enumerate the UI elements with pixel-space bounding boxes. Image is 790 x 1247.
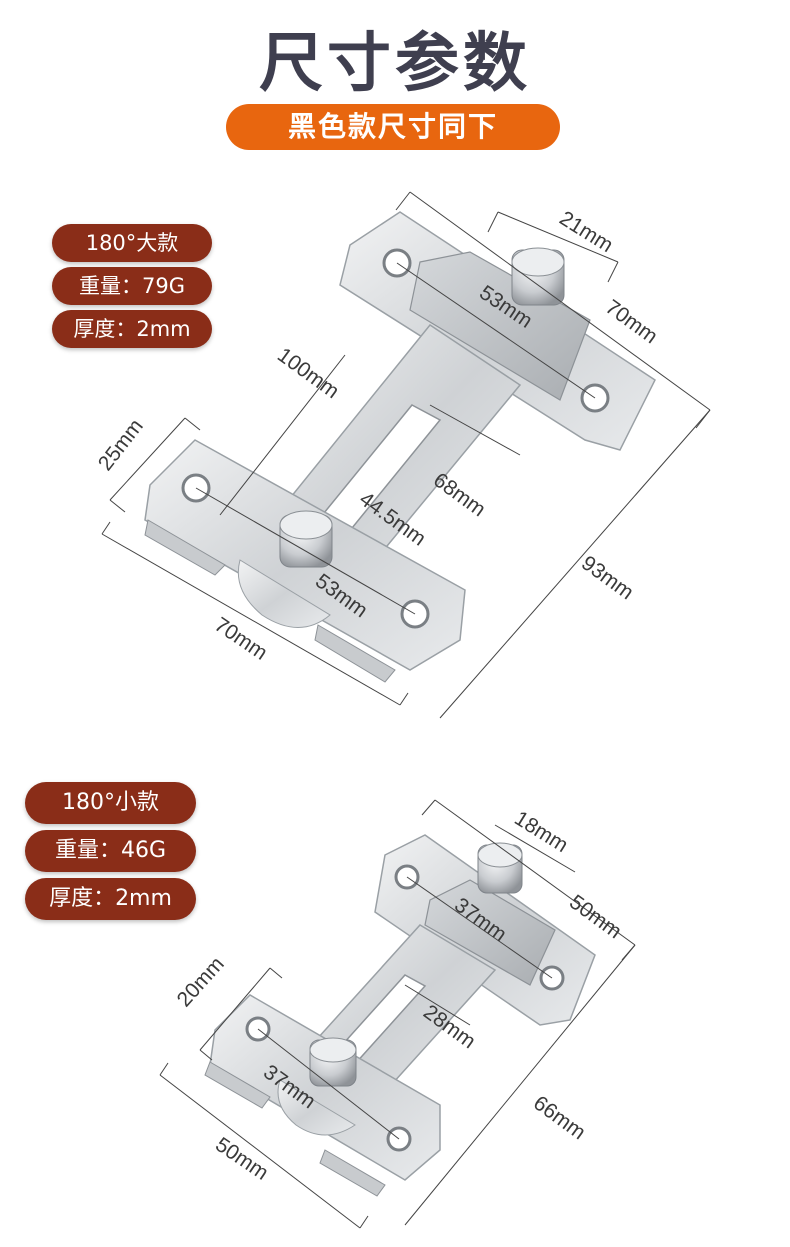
large-lower-tab-left [144,519,226,576]
page-title: 尺寸参数 [259,27,531,101]
small-arm-end [277,1079,356,1136]
subtitle-badge: 黑色款尺寸同下 [226,104,560,150]
small-model-name-badge: 180°小款 [25,782,196,824]
large-upper-bracket [409,251,591,401]
large-dim-lower-plate-width: 70mm [210,613,271,665]
large-dim-overall-length: 93mm [577,551,638,604]
large-dim-plate-depth: 25mm [94,415,148,475]
large-dim-knob-width: 21mm [555,207,617,257]
small-lower-tab-left [204,1061,271,1109]
small-dim-lower-plate-width: 50mm [211,1133,272,1185]
large-dim-upper-plate-width: 70mm [601,295,662,348]
large-model-name-badge: 180°大款 [52,224,212,262]
large-arm-end [237,559,331,628]
small-dim-plate-depth: 20mm [173,953,229,1012]
large-latch-drawing: 21mm 53mm 70mm 100mm 25mm 68mm 44.5mm 53… [94,191,711,719]
small-latch-drawing: 18mm 37mm 50mm 20mm 28mm 37mm 50mm 66mm [159,799,636,1229]
small-upper-knob-top [477,842,523,868]
large-dim-slot-length: 68mm [429,468,490,521]
small-model-thickness-badge: 厚度：2mm [25,878,196,920]
large-model-thickness-badge: 厚度：2mm [52,310,212,348]
large-dimension-lines [101,191,711,719]
large-lower-knob-top [279,510,333,540]
small-dimension-lines [159,799,636,1229]
small-lower-tab-right [319,1149,386,1197]
large-model-weight-badge: 重量：79G [52,267,212,305]
small-dim-overall-length: 66mm [529,1091,590,1144]
small-model-weight-badge: 重量：46G [25,830,196,872]
large-lower-tab-right [314,624,396,683]
small-upper-bracket [424,879,556,986]
small-dim-upper-plate-width: 50mm [565,890,626,943]
small-lower-knob-top [309,1037,357,1063]
large-dim-arm-length: 100mm [273,343,343,403]
large-upper-knob-top [511,247,565,277]
